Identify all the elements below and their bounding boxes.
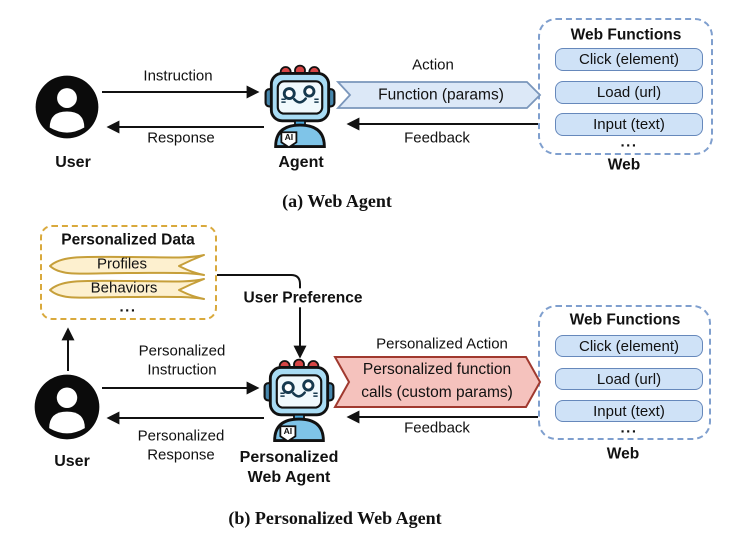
banner-text-line1: Personalized function	[362, 360, 512, 378]
web-functions-title-a: Web Functions	[570, 26, 682, 44]
agent-label-b-line1: Personalized	[239, 449, 339, 466]
response-label-b-line1: Personalized	[137, 427, 225, 445]
instruction-label-a: Instruction	[143, 67, 213, 85]
personalized-data-title: Personalized Data	[61, 231, 195, 249]
personalized-action-banner-text: Personalized function calls (custom para…	[361, 358, 513, 405]
function-box-load-a: Load (url)	[555, 81, 703, 104]
function-box-click-a: Click (element)	[555, 48, 703, 71]
user-preference-arrow	[217, 274, 307, 359]
function-label: Click (element)	[578, 51, 680, 68]
agent-label-a: Agent	[278, 154, 324, 171]
profiles-banner	[49, 254, 205, 276]
caption-a: (a) Web Agent	[282, 190, 392, 211]
behaviors-label: Behaviors	[90, 279, 158, 297]
action-banner-a	[335, 81, 542, 109]
web-label-b: Web	[606, 445, 640, 463]
agent-robot-icon-b	[263, 358, 335, 442]
instruction-label-b-line2: Instruction	[147, 361, 217, 378]
response-label-b-line2: Response	[147, 446, 215, 463]
function-box-click-b: Click (element)	[555, 335, 703, 357]
web-functions-title-b: Web Functions	[569, 311, 681, 329]
agent-robot-icon-a	[264, 64, 336, 148]
feedback-label-b: Feedback	[404, 419, 470, 437]
function-label: Click (element)	[578, 337, 680, 355]
caption-b: (b) Personalized Web Agent	[228, 507, 442, 528]
user-preference-label: User Preference	[240, 288, 366, 308]
user-label-a: User	[55, 154, 91, 171]
action-banner-text-a: Function (params)	[378, 86, 504, 104]
function-label: Input (text)	[593, 116, 665, 133]
web-functions-ellipsis-b: ...	[620, 419, 638, 437]
function-box-load-b: Load (url)	[555, 368, 703, 390]
instruction-label-b: Personalized Instruction	[139, 342, 226, 380]
user-icon-b	[34, 374, 100, 440]
personalized-action-label: Personalized Action	[376, 335, 508, 353]
function-label: Load (url)	[596, 84, 662, 101]
user-label-b: User	[54, 453, 90, 470]
function-label: Load (url)	[596, 370, 662, 388]
web-functions-ellipsis-a: ...	[620, 133, 638, 151]
response-label-b: Personalized Response	[138, 427, 225, 465]
feedback-label-a: Feedback	[404, 129, 470, 147]
function-label: Input (text)	[593, 402, 665, 420]
action-label-a: Action	[412, 56, 454, 74]
user-icon-a	[35, 75, 99, 139]
banner-text-line2: calls (custom params)	[361, 384, 513, 401]
response-label-a: Response	[147, 129, 215, 147]
function-box-input-a: Input (text)	[555, 113, 703, 136]
profiles-label: Profiles	[96, 255, 148, 273]
function-box-input-b: Input (text)	[555, 400, 703, 422]
behaviors-banner	[49, 278, 205, 300]
agent-label-b: Personalized Web Agent	[240, 448, 339, 488]
agent-label-b-line2: Web Agent	[247, 469, 331, 486]
web-label-a: Web	[607, 156, 641, 174]
instruction-label-b-line1: Personalized	[138, 342, 226, 360]
personalized-data-ellipsis: ...	[119, 298, 137, 316]
personalized-action-banner-b	[333, 356, 542, 408]
